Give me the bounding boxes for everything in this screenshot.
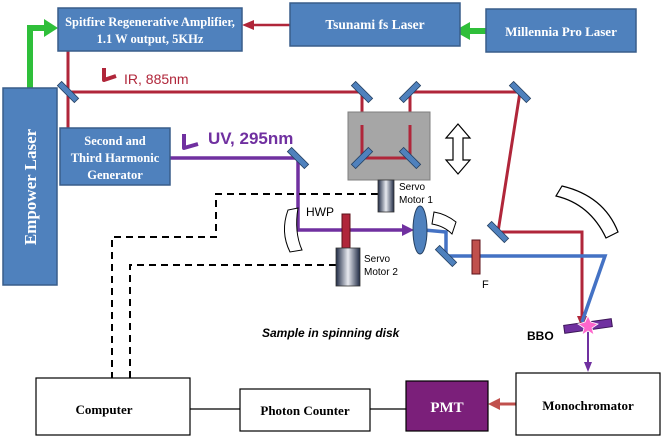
signal-arrowhead xyxy=(488,398,500,410)
servo1-label-line1: Servo xyxy=(399,182,426,193)
pmt-label: PMT xyxy=(430,400,463,416)
curved-mirror-focusing xyxy=(555,185,619,239)
delay-stage-ir-path xyxy=(360,125,412,160)
harmonic-label-line1: Second and xyxy=(84,134,146,148)
empower-box: Empower Laser xyxy=(2,87,58,286)
curved-mirror-sample xyxy=(431,211,457,235)
empower-label: Empower Laser xyxy=(21,128,40,245)
spitfire-label-line1: Spitfire Regenerative Amplifier, xyxy=(65,15,235,29)
hwp-label: HWP xyxy=(306,205,334,219)
mirrors xyxy=(56,80,532,268)
computer-label: Computer xyxy=(75,402,132,417)
tsunami-label: Tsunami fs Laser xyxy=(325,17,424,32)
harmonic-generator-box: Second and Third Harmonic Generator xyxy=(59,127,171,186)
bbo-label: BBO xyxy=(527,329,554,343)
control-line-servo1 xyxy=(111,193,378,378)
servo-motor-2 xyxy=(335,247,361,287)
bbo-sparkle-icon xyxy=(577,315,599,336)
uv-beam-icon xyxy=(182,134,199,150)
sample-label: Sample in spinning disk xyxy=(262,326,401,340)
servo-motor-1 xyxy=(377,179,395,213)
red-beam-tsunami-to-spitfire xyxy=(242,20,290,30)
monochromator-label: Monochromator xyxy=(542,398,634,413)
millennia-box: Millennia Pro Laser xyxy=(485,8,637,53)
uv-beam-label: UV, 295nm xyxy=(208,129,293,148)
uv-beam-arrowhead xyxy=(402,224,414,236)
ir-beam-icon xyxy=(102,68,117,82)
spitfire-label-line2: 1.1 W output, 5KHz xyxy=(97,32,204,46)
hwp-element xyxy=(341,213,351,249)
translation-double-arrow-icon xyxy=(444,123,472,175)
curved-mirror-hwp xyxy=(284,207,303,253)
ir-beam-label: IR, 885nm xyxy=(124,71,189,87)
uv-beam-path xyxy=(170,156,405,232)
ir-beam-path xyxy=(66,50,584,320)
green-pump-beam-millennia xyxy=(454,22,486,40)
combined-beam-path xyxy=(423,228,608,323)
photon-counter-label: Photon Counter xyxy=(260,403,349,418)
harmonic-label-line3: Generator xyxy=(87,168,143,182)
sample-spinning-disk xyxy=(412,205,428,255)
tsunami-box: Tsunami fs Laser xyxy=(289,2,461,47)
servo2-label-line2: Motor 2 xyxy=(364,267,398,278)
control-line-servo2 xyxy=(129,264,336,378)
servo2-label-line1: Servo xyxy=(364,254,391,265)
spitfire-box: Spitfire Regenerative Amplifier, 1.1 W o… xyxy=(57,7,243,52)
green-pump-beam-empower xyxy=(27,19,58,88)
pmt-box: PMT xyxy=(405,380,489,432)
servo1-label-line2: Motor 1 xyxy=(399,195,433,206)
filter-element xyxy=(471,239,481,275)
harmonic-label-line2: Third Harmonic xyxy=(71,151,160,165)
output-beam-arrowhead xyxy=(584,362,592,372)
computer-box: Computer xyxy=(35,377,191,436)
delay-stage xyxy=(347,111,431,181)
filter-label: F xyxy=(482,279,489,291)
millennia-label: Millennia Pro Laser xyxy=(505,24,617,39)
monochromator-box: Monochromator xyxy=(515,372,661,436)
photon-counter-box: Photon Counter xyxy=(239,388,371,432)
